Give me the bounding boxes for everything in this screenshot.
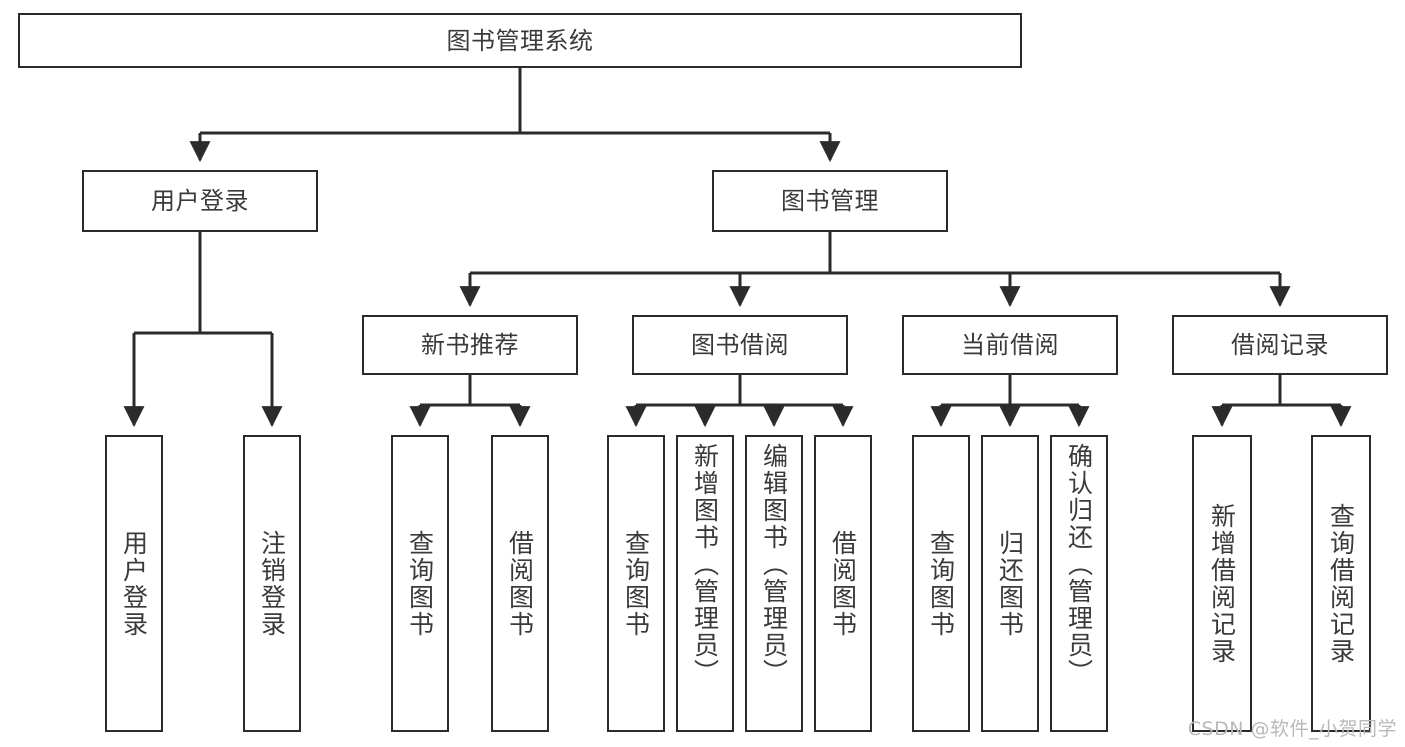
node-current-borrow[interactable]: 当前借阅 — [902, 315, 1118, 375]
leaf-edit-book[interactable]: 编辑图书（管理员） — [745, 435, 803, 732]
leaf-borrow-book-1[interactable]: 借阅图书 — [491, 435, 549, 732]
leaf-query-book-3-label: 查询图书 — [926, 529, 956, 638]
leaf-edit-book-label: 编辑图书（管理员） — [759, 443, 789, 686]
node-book-manage-label: 图书管理 — [781, 187, 879, 215]
leaf-query-book-2-label: 查询图书 — [621, 529, 651, 638]
leaf-add-record[interactable]: 新增借阅记录 — [1192, 435, 1252, 732]
node-user-login[interactable]: 用户登录 — [82, 170, 318, 232]
leaf-confirm-return-label: 确认归还（管理员） — [1064, 443, 1094, 686]
leaf-add-book[interactable]: 新增图书（管理员） — [676, 435, 734, 732]
leaf-user-logout-label: 注销登录 — [257, 529, 287, 638]
node-root-label: 图书管理系统 — [446, 26, 594, 55]
leaf-query-book-1[interactable]: 查询图书 — [391, 435, 449, 732]
node-book-borrow-label: 图书借阅 — [691, 331, 789, 359]
leaf-confirm-return[interactable]: 确认归还（管理员） — [1050, 435, 1108, 732]
watermark-text: CSDN @软件_小贺同学 — [1187, 718, 1397, 740]
node-root[interactable]: 图书管理系统 — [18, 13, 1022, 68]
leaf-query-record[interactable]: 查询借阅记录 — [1311, 435, 1371, 732]
leaf-user-login[interactable]: 用户登录 — [105, 435, 163, 732]
leaf-user-logout[interactable]: 注销登录 — [243, 435, 301, 732]
node-user-login-label: 用户登录 — [151, 187, 249, 215]
leaf-return-book-label: 归还图书 — [995, 529, 1025, 638]
leaf-query-book-1-label: 查询图书 — [405, 529, 435, 638]
node-new-book-recommend-label: 新书推荐 — [421, 331, 519, 359]
node-borrow-record-label: 借阅记录 — [1231, 331, 1329, 359]
leaf-query-record-label: 查询借阅记录 — [1326, 502, 1356, 665]
node-book-borrow[interactable]: 图书借阅 — [632, 315, 848, 375]
node-current-borrow-label: 当前借阅 — [961, 331, 1059, 359]
leaf-add-book-label: 新增图书（管理员） — [690, 443, 720, 686]
leaf-borrow-book-1-label: 借阅图书 — [505, 529, 535, 638]
leaf-query-book-3[interactable]: 查询图书 — [912, 435, 970, 732]
leaf-query-book-2[interactable]: 查询图书 — [607, 435, 665, 732]
leaf-borrow-book-2[interactable]: 借阅图书 — [814, 435, 872, 732]
node-borrow-record[interactable]: 借阅记录 — [1172, 315, 1388, 375]
node-new-book-recommend[interactable]: 新书推荐 — [362, 315, 578, 375]
leaf-return-book[interactable]: 归还图书 — [981, 435, 1039, 732]
leaf-user-login-label: 用户登录 — [119, 529, 149, 638]
leaf-borrow-book-2-label: 借阅图书 — [828, 529, 858, 638]
node-book-manage[interactable]: 图书管理 — [712, 170, 948, 232]
leaf-add-record-label: 新增借阅记录 — [1207, 502, 1237, 665]
